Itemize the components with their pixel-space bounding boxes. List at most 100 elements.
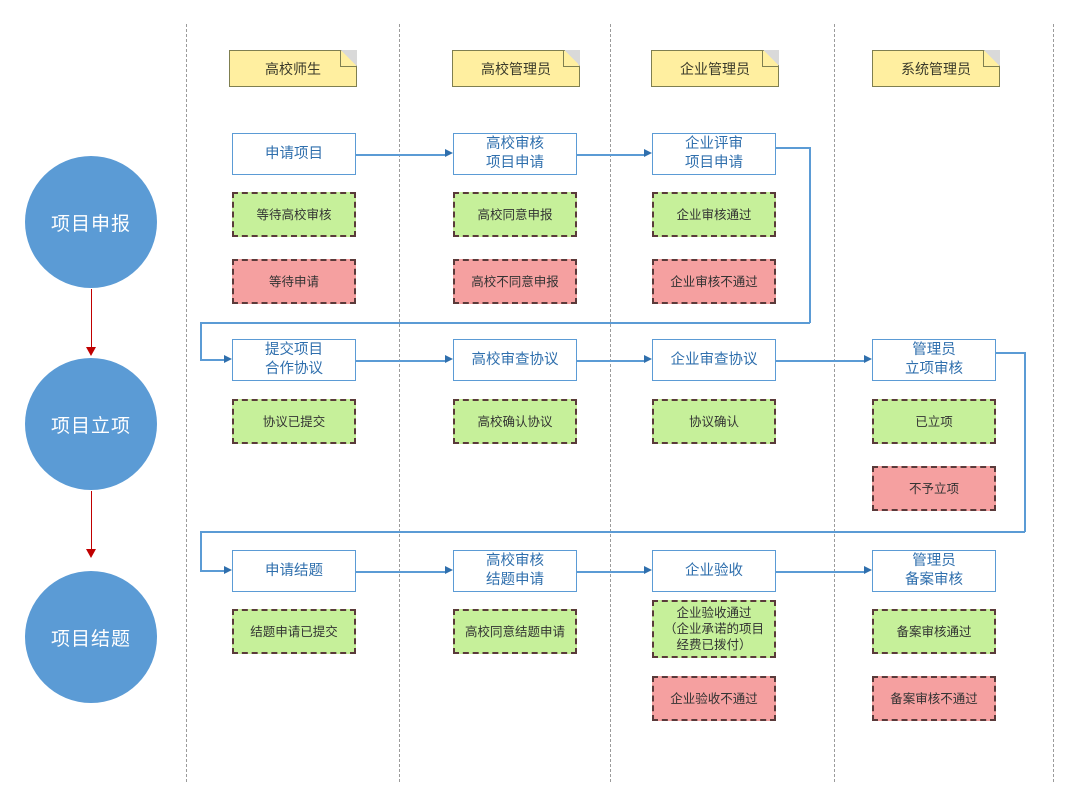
connector-segment-v-3 <box>200 322 202 360</box>
connector-segment-h-0 <box>776 571 864 573</box>
status-box-step-admin-record-review-1[interactable]: 备案审核通过 <box>872 609 996 654</box>
process-box-step-company-review-apply[interactable]: 企业评审项目申请 <box>652 133 776 175</box>
process-box-step-univ-review-apply[interactable]: 高校审核项目申请 <box>453 133 577 175</box>
status-box-label: 备案审核不通过 <box>890 691 978 706</box>
connector-segment-h-0 <box>996 352 1025 354</box>
process-box-label: 申请结题 <box>265 562 323 579</box>
connector-segment-h-0 <box>577 571 644 573</box>
stage-circle-1[interactable]: 项目申报 <box>25 156 157 288</box>
status-box-label: 协议已提交 <box>262 414 326 429</box>
status-box-step-univ-check-agreement-1[interactable]: 高校确认协议 <box>453 399 577 444</box>
stage-circle-label: 项目申报 <box>50 213 131 235</box>
status-box-label: 企业验收不通过 <box>670 691 758 706</box>
process-box-step-company-acceptance[interactable]: 企业验收 <box>652 550 776 592</box>
lane-separator-2 <box>399 24 400 782</box>
connector-segment-h-0 <box>577 154 644 156</box>
status-box-step-company-review-apply-1[interactable]: 企业审核通过 <box>652 192 776 237</box>
status-box-step-company-acceptance-1[interactable]: 企业验收通过（企业承诺的项目经费已拨付） <box>652 600 776 658</box>
role-note-label: 高校管理员 <box>481 60 551 77</box>
connector-arrowhead <box>445 566 453 574</box>
status-box-label: 协议确认 <box>688 414 739 429</box>
connector-segment-h-0 <box>356 360 445 362</box>
role-note-2[interactable]: 高校管理员 <box>452 50 580 87</box>
connector-segment-h-0 <box>776 360 864 362</box>
status-box-step-univ-review-finish-1[interactable]: 高校同意结题申请 <box>453 609 577 654</box>
connector-arrowhead <box>644 355 652 363</box>
connector-segment-h-2 <box>200 531 1025 533</box>
status-box-step-company-review-apply-2[interactable]: 企业审核不通过 <box>652 259 776 304</box>
process-box-step-apply-finish[interactable]: 申请结题 <box>232 550 356 592</box>
status-box-step-admin-establish-review-1[interactable]: 已立项 <box>872 399 996 444</box>
process-box-label: 高校审核项目申请 <box>486 136 544 171</box>
role-note-4[interactable]: 系统管理员 <box>872 50 1000 87</box>
role-note-3[interactable]: 企业管理员 <box>651 50 779 87</box>
status-box-label: 等待申请 <box>268 274 319 289</box>
connector-arrowhead <box>644 566 652 574</box>
status-box-step-univ-review-apply-1[interactable]: 高校同意申报 <box>453 192 577 237</box>
status-box-label: 高校不同意申报 <box>471 274 559 289</box>
process-box-label: 申请项目 <box>265 145 323 162</box>
status-box-step-univ-review-apply-2[interactable]: 高校不同意申报 <box>453 259 577 304</box>
connector-arrowhead <box>644 149 652 157</box>
stage-circle-label: 项目结题 <box>50 628 131 650</box>
status-box-step-admin-establish-review-2[interactable]: 不予立项 <box>872 466 996 511</box>
connector-segment-h-4 <box>200 570 224 572</box>
connector-segment-v-1 <box>1024 352 1026 532</box>
connector-segment-h-0 <box>356 154 445 156</box>
connector-arrowhead <box>445 149 453 157</box>
status-box-label: 不予立项 <box>908 481 959 496</box>
status-box-step-apply-finish-1[interactable]: 结题申请已提交 <box>232 609 356 654</box>
process-box-label: 企业评审项目申请 <box>685 136 743 171</box>
status-box-step-admin-record-review-2[interactable]: 备案审核不通过 <box>872 676 996 721</box>
lane-separator-1 <box>186 24 187 782</box>
status-box-label: 企业审核通过 <box>676 207 752 222</box>
page-fold-icon <box>340 50 357 67</box>
process-box-step-apply-project[interactable]: 申请项目 <box>232 133 356 175</box>
connector-arrowhead <box>445 355 453 363</box>
status-box-label: 高校同意结题申请 <box>464 624 565 639</box>
lane-separator-5 <box>1053 24 1054 782</box>
stage-flow-arrow-head-1 <box>86 347 96 356</box>
lane-separator-3 <box>610 24 611 782</box>
role-note-label: 系统管理员 <box>901 60 971 77</box>
process-box-label: 管理员立项审核 <box>905 342 963 377</box>
process-box-label: 提交项目合作协议 <box>265 342 323 377</box>
page-fold-icon <box>983 50 1000 67</box>
connector-segment-h-0 <box>356 571 445 573</box>
status-box-step-submit-agreement-1[interactable]: 协议已提交 <box>232 399 356 444</box>
status-box-step-apply-project-1[interactable]: 等待高校审核 <box>232 192 356 237</box>
status-box-label: 等待高校审核 <box>256 207 332 222</box>
status-box-label: 备案审核通过 <box>896 624 972 639</box>
stage-circle-label: 项目立项 <box>50 415 131 437</box>
connector-arrowhead <box>224 355 232 363</box>
stage-circle-2[interactable]: 项目立项 <box>25 358 157 490</box>
stage-flow-arrow-head-2 <box>86 549 96 558</box>
stage-flow-arrow-line-1 <box>91 289 92 348</box>
process-box-step-univ-check-agreement[interactable]: 高校审查协议 <box>453 339 577 381</box>
status-box-label: 企业审核不通过 <box>670 274 758 289</box>
connector-segment-h-4 <box>200 359 224 361</box>
process-box-step-univ-review-finish[interactable]: 高校审核结题申请 <box>453 550 577 592</box>
process-box-label: 企业验收 <box>685 562 743 579</box>
connector-segment-v-1 <box>809 147 811 323</box>
process-box-step-admin-record-review[interactable]: 管理员备案审核 <box>872 550 996 592</box>
status-box-step-company-check-agreement-1[interactable]: 协议确认 <box>652 399 776 444</box>
status-box-label: 企业验收通过（企业承诺的项目经费已拨付） <box>663 606 764 652</box>
role-note-label: 企业管理员 <box>680 60 750 77</box>
role-note-1[interactable]: 高校师生 <box>229 50 357 87</box>
lane-separator-4 <box>834 24 835 782</box>
status-box-step-apply-project-2[interactable]: 等待申请 <box>232 259 356 304</box>
connector-segment-h-0 <box>577 360 644 362</box>
process-box-label: 管理员备案审核 <box>905 553 963 588</box>
role-note-label: 高校师生 <box>265 60 321 77</box>
process-box-label: 高校审核结题申请 <box>486 553 544 588</box>
page-fold-icon <box>563 50 580 67</box>
process-box-step-submit-agreement[interactable]: 提交项目合作协议 <box>232 339 356 381</box>
process-box-step-admin-establish-review[interactable]: 管理员立项审核 <box>872 339 996 381</box>
process-box-step-company-check-agreement[interactable]: 企业审查协议 <box>652 339 776 381</box>
stage-circle-3[interactable]: 项目结题 <box>25 571 157 703</box>
status-box-step-company-acceptance-2[interactable]: 企业验收不通过 <box>652 676 776 721</box>
connector-arrowhead <box>864 566 872 574</box>
page-fold-icon <box>762 50 779 67</box>
status-box-label: 已立项 <box>915 414 953 429</box>
